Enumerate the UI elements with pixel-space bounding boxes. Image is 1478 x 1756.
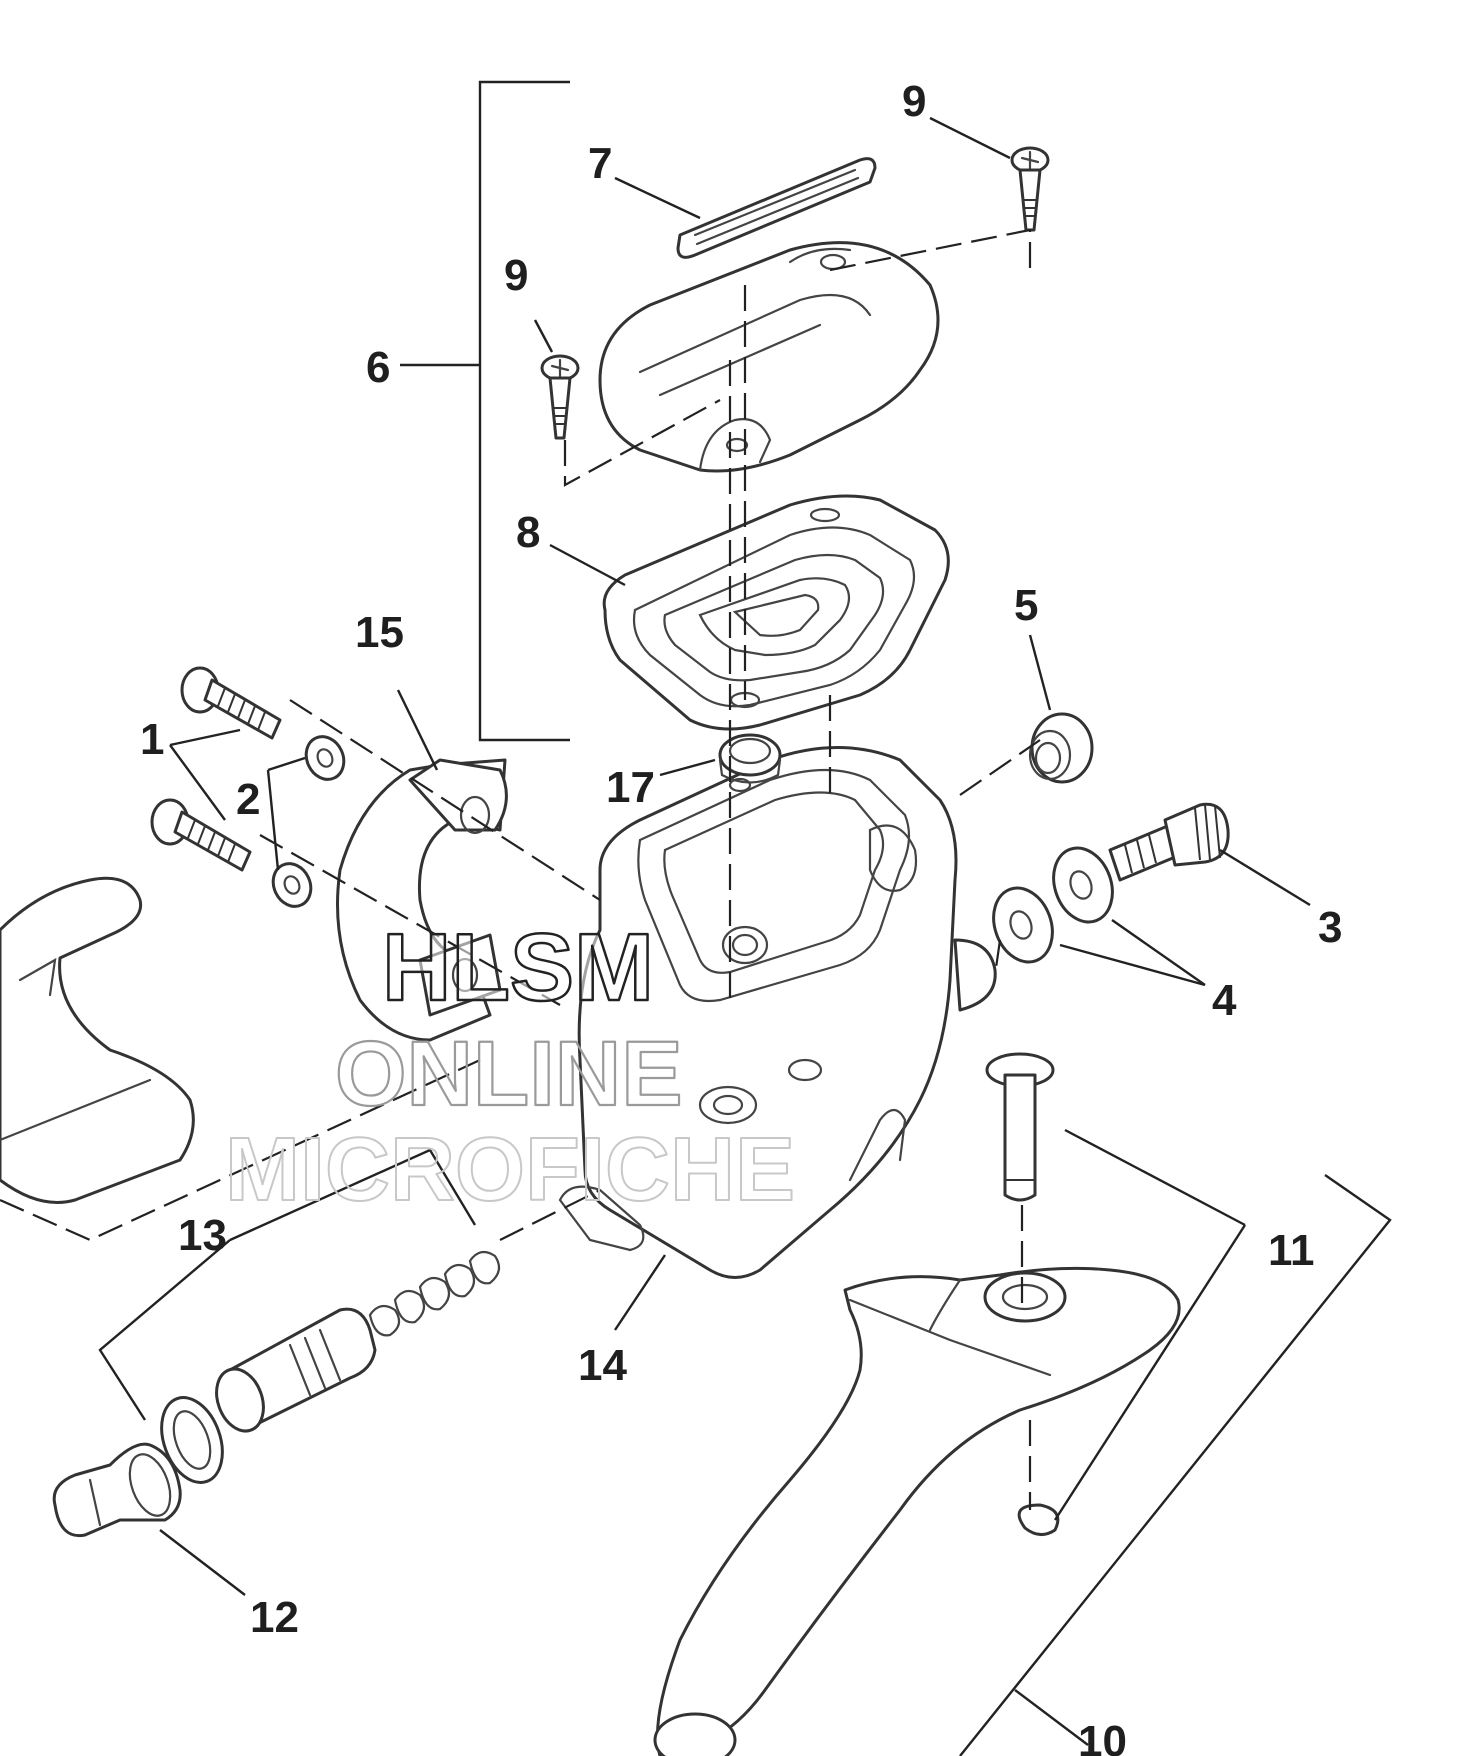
piston-boot xyxy=(52,1442,182,1538)
callout-9-left: 9 xyxy=(504,251,528,300)
callout-labels: 1 2 3 4 5 6 7 8 9 9 10 11 12 13 14 15 17 xyxy=(140,77,1342,1756)
callout-14: 14 xyxy=(578,1341,627,1390)
callout-5: 5 xyxy=(1014,581,1038,630)
watermark-line-1: HLSM xyxy=(382,914,654,1021)
sight-glass xyxy=(718,733,782,784)
watermark-line-3: MICROFICHE xyxy=(225,1120,795,1220)
reservoir-cover xyxy=(598,241,940,473)
callout-9-right: 9 xyxy=(902,77,926,126)
cover-screw-right xyxy=(1010,146,1050,232)
callout-17: 17 xyxy=(606,763,655,812)
callout-2: 2 xyxy=(236,775,260,824)
crush-washers xyxy=(992,846,1114,964)
callout-13: 13 xyxy=(178,1211,227,1260)
callout-15: 15 xyxy=(355,608,404,657)
callout-4: 4 xyxy=(1212,976,1237,1025)
pivot-clip xyxy=(1017,1503,1060,1536)
callout-10: 10 xyxy=(1078,1717,1127,1756)
callout-1: 1 xyxy=(140,715,164,764)
callout-7: 7 xyxy=(588,139,612,188)
callout-8: 8 xyxy=(516,508,540,557)
watermark: HLSM ONLINE MICROFICHE xyxy=(224,913,796,1221)
clamp-bolt-upper xyxy=(180,666,282,740)
callout-12: 12 xyxy=(250,1593,299,1642)
piston xyxy=(215,1307,377,1433)
fitting-plug xyxy=(1028,712,1094,784)
bracket-assembly-6 xyxy=(478,80,570,742)
callout-6: 6 xyxy=(366,343,390,392)
assembly-lines xyxy=(0,228,1041,1510)
callout-3: 3 xyxy=(1318,903,1342,952)
cover-screw-left xyxy=(540,354,580,440)
pivot-pin xyxy=(985,1052,1055,1202)
handlebar-clamp xyxy=(336,758,508,1042)
leader-lines xyxy=(98,116,1392,1756)
brake-lever xyxy=(653,1266,1181,1756)
clamp-washers xyxy=(271,735,346,908)
handlebar-grip xyxy=(0,876,195,1204)
banjo-bolt xyxy=(1108,802,1230,882)
watermark-line-2: ONLINE xyxy=(335,1023,683,1125)
clamp-bolt-lower xyxy=(150,798,252,872)
master-cylinder-body xyxy=(558,746,997,1279)
diaphragm-gasket xyxy=(602,494,950,731)
piston-spring xyxy=(368,1250,501,1337)
callout-11: 11 xyxy=(1268,1226,1315,1275)
cover-label xyxy=(676,157,877,259)
retaining-ring xyxy=(160,1396,224,1484)
